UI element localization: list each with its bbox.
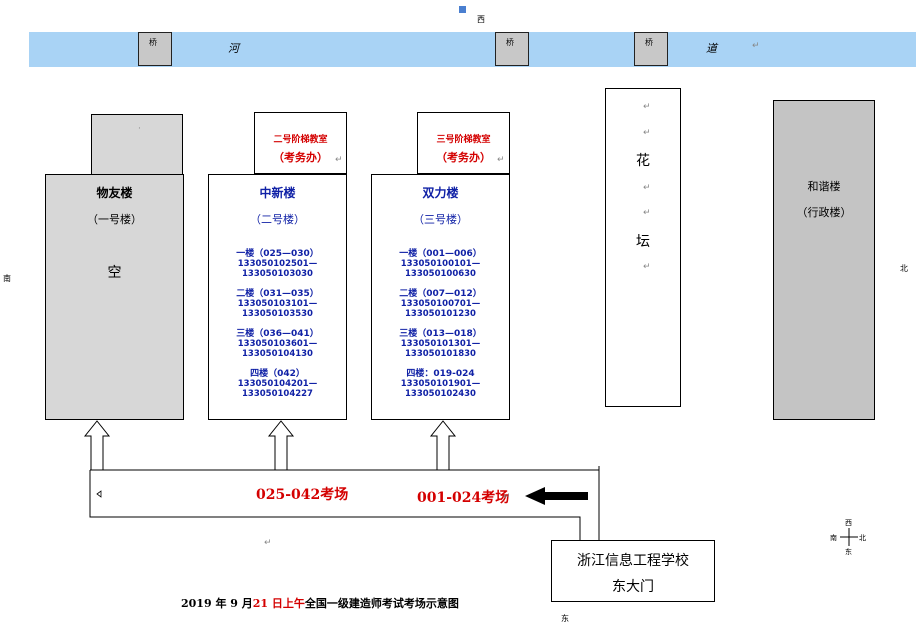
river-label-2: 道 [706,42,717,55]
floor-item: 四楼：019-024 133050101901—133050102430 [400,369,481,399]
floor-item: 一楼（025—030） 133050102501—133050103030 [236,249,319,279]
floor-item: 三楼（013—018） 133050101301—133050101830 [399,329,482,359]
compass-w: 南 [830,534,837,542]
caption: 2019 年 9 月21 日上午全国一级建造师考试考场示意图 [181,595,459,611]
zhongxin-annex [254,112,347,174]
compass-top-label: 西 [477,15,485,24]
river-mark: ↵ [752,41,760,51]
para-mark: ↵ [335,155,343,165]
caption-title: 全国一级建造师考试考场示意图 [304,597,459,610]
bridge-2: 桥 [495,32,529,66]
shuangli-floors: 一楼（001—006） 133050100101—133050100630 二楼… [371,246,510,406]
small-arrow [96,490,102,498]
wuyou-sub: （一号楼） [87,213,142,226]
shuangli-annex [417,112,510,174]
up-arrow-3 [429,420,457,471]
para-mark: ↵ [643,183,651,193]
para-mark: ↵ [643,128,651,138]
zhongxin-building [208,174,347,420]
left-arrow [525,487,588,505]
east-gate [551,540,715,602]
zhongxin-floors: 一楼（025—030） 133050102501—133050103030 二楼… [208,246,347,406]
zhongxin-sub: （二号楼） [250,213,305,226]
para-mark: ↵ [497,155,505,165]
compass-e: 北 [859,534,866,542]
wuyou-name: 物友楼 [96,186,133,200]
wuyou-annex [91,114,183,176]
wuyou-building [45,174,184,420]
zhongxin-annex-title: 二号阶梯教室 [273,135,328,145]
bridge-1: 桥 [138,32,172,66]
flower-bed [605,88,681,407]
route-label-left: 025-042考场 [256,487,349,503]
floor-item: 二楼（007—012） 133050100701—133050101230 [399,289,482,319]
wuyou-status: 空 [107,265,122,281]
route-label-right: 001-024考场 [417,490,510,506]
up-arrow-2 [267,420,295,471]
shuangli-building [371,174,510,420]
hexie-name: 和谐楼 [807,180,841,193]
gate-line-1: 浙江信息工程学校 [577,553,689,569]
para-mark: ↵ [264,538,272,548]
floor-item: 四楼（042） 133050104201—133050104227 [237,369,318,399]
flower-bed-char-1: 花 [636,153,650,169]
side-label-right: 北 [900,264,908,273]
para-mark: ↵ [643,208,651,218]
flower-bed-char-2: 坛 [636,234,650,250]
para-mark: ↵ [643,262,651,272]
compass-s: 东 [845,548,852,556]
shuangli-name: 双力楼 [422,186,459,200]
compass-n: 西 [845,519,852,527]
side-label-bottom: 东 [561,614,569,623]
shuangli-sub: （三号楼） [413,213,468,226]
up-arrow-1 [83,420,111,471]
shuangli-annex-sub: （考务办） [436,151,491,164]
floor-item: 二楼（031—035） 133050103101—133050103530 [236,289,319,319]
hexie-sub: （行政楼） [796,206,852,219]
caption-session: 21 日上午 [252,597,305,610]
floor-item: 一楼（001—006） 133050100101—133050100630 [399,249,482,279]
bridge-3: 桥 [634,32,668,66]
para-mark: · [138,124,141,134]
para-mark: ↵ [503,492,511,502]
gate-line-2: 东大门 [612,579,654,595]
para-mark: ↵ [643,102,651,112]
floor-item: 三楼（036—041） 133050103601—133050104130 [236,329,319,359]
zhongxin-name: 中新楼 [259,186,296,200]
river-label-1: 河 [228,42,239,55]
zhongxin-annex-sub: （考务办） [273,151,328,164]
hexie-building [773,100,875,420]
river [29,32,916,67]
top-marker [459,6,466,13]
shuangli-annex-title: 三号阶梯教室 [436,135,491,145]
route-outline [89,466,600,542]
caption-date: 2019 年 9 月 [181,597,253,610]
side-label-left: 南 [3,274,11,283]
